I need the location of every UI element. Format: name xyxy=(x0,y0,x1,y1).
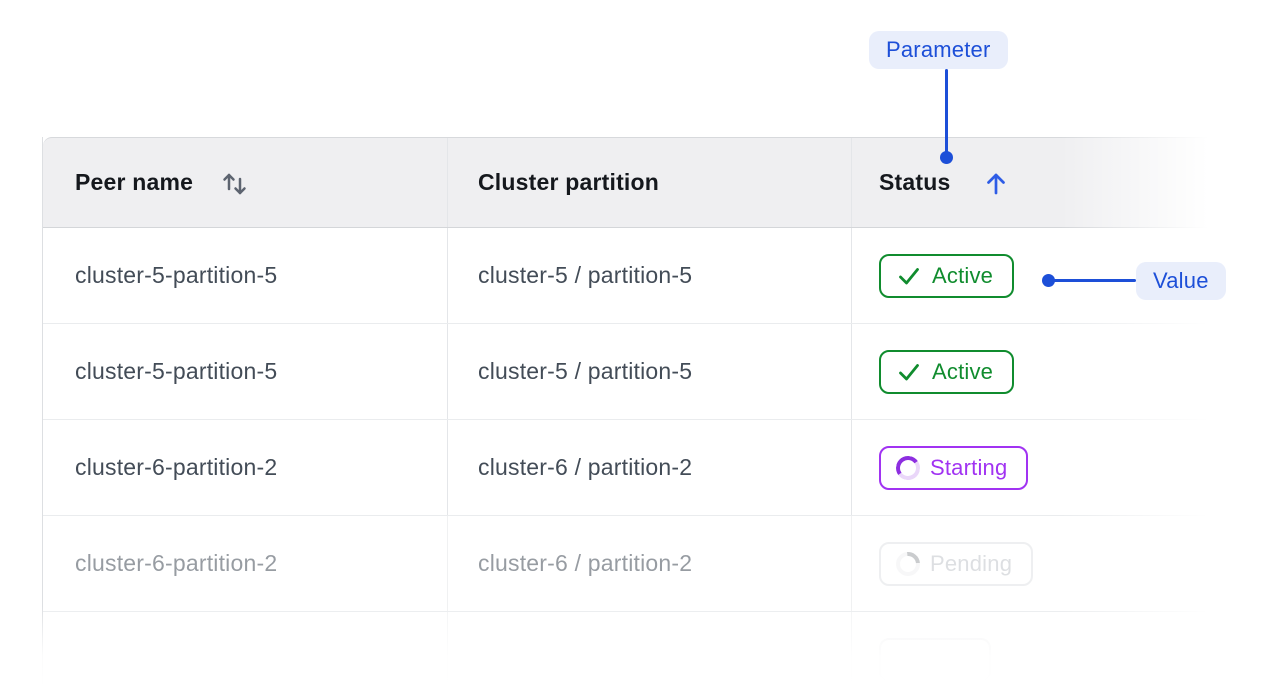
table-header-row: Peer name Cluster partition Status xyxy=(43,137,1212,228)
peer-name-cell: cluster-6-partition-2 xyxy=(75,550,278,576)
table-row: cluster-6-partition-2 cluster-6 / partit… xyxy=(43,420,1212,516)
check-icon xyxy=(899,267,919,284)
status-badge-cutoff xyxy=(879,638,991,682)
column-label: Status xyxy=(879,169,951,195)
value-connector-dot xyxy=(1042,274,1055,287)
status-badge-label: Active xyxy=(932,358,994,384)
status-badge-active: Active xyxy=(879,253,1015,298)
status-badge-label: Starting xyxy=(930,454,1008,480)
table-row: cluster-6-partition-2 cluster-6 / partit… xyxy=(43,516,1212,612)
status-cell xyxy=(851,612,1212,688)
column-label: Cluster partition xyxy=(478,169,660,195)
parameter-annotation-label: Parameter xyxy=(869,31,1008,69)
value-annotation-label: Value xyxy=(1136,262,1226,300)
spinner-icon xyxy=(894,453,922,482)
sort-swap-vertical-icon[interactable] xyxy=(219,168,251,200)
peer-name-cell xyxy=(43,612,447,688)
status-cell: Active xyxy=(851,324,1212,419)
parameter-connector-dot xyxy=(940,151,953,164)
sort-arrow-up-icon[interactable] xyxy=(981,168,1011,198)
column-header-peer-name[interactable]: Peer name xyxy=(43,138,447,227)
peers-table: Peer name Cluster partition Status xyxy=(42,137,1212,688)
cluster-partition-cell: cluster-5 / partition-5 xyxy=(447,228,851,323)
status-badge-starting: Starting xyxy=(879,445,1029,490)
table-row: cluster-5-partition-5 cluster-5 / partit… xyxy=(43,228,1212,324)
status-cell: Pending xyxy=(851,516,1212,611)
peer-name-cell: cluster-5-partition-5 xyxy=(75,262,278,288)
table-row: cluster-5-partition-5 cluster-5 / partit… xyxy=(43,324,1212,420)
column-header-cluster-partition[interactable]: Cluster partition xyxy=(447,138,851,227)
status-badge-label: Pending xyxy=(930,550,1013,576)
value-annotation: Value xyxy=(1136,262,1226,300)
column-header-status[interactable]: Status xyxy=(851,138,1212,227)
status-cell: Active xyxy=(851,228,1212,323)
status-badge-active: Active xyxy=(879,349,1015,394)
status-badge-label: Active xyxy=(932,262,994,288)
cluster-partition-cell: cluster-6 / partition-2 xyxy=(447,516,851,611)
cluster-partition-cell: cluster-6 / partition-2 xyxy=(447,420,851,515)
table-row xyxy=(43,612,1212,688)
status-badge-pending: Pending xyxy=(879,541,1034,586)
cluster-partition-cell xyxy=(447,612,851,688)
parameter-connector-line xyxy=(945,69,948,154)
status-cell: Starting xyxy=(851,420,1212,515)
value-connector-line xyxy=(1052,279,1136,282)
peer-name-cell: cluster-5-partition-5 xyxy=(75,358,278,384)
parameter-annotation: Parameter xyxy=(869,31,1008,69)
peer-name-cell: cluster-6-partition-2 xyxy=(75,454,278,480)
column-label: Peer name xyxy=(75,169,194,195)
spinner-icon xyxy=(891,546,925,581)
check-icon xyxy=(899,363,919,380)
cluster-partition-cell: cluster-5 / partition-5 xyxy=(447,324,851,419)
